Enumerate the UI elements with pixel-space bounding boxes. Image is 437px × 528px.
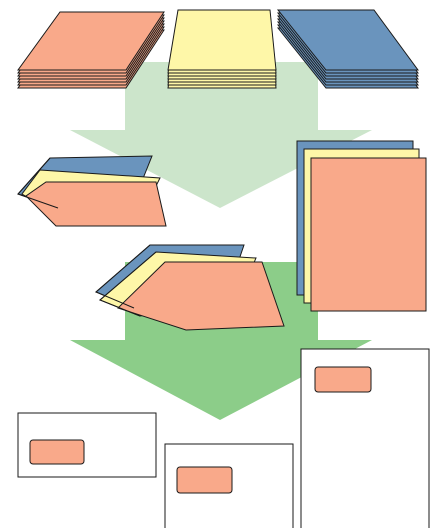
yellow-sheet-stack [168,10,276,88]
address-window [30,440,84,464]
address-window [315,367,371,392]
sheet-layer [168,10,276,70]
address-window [177,467,232,493]
flat-sheet-set [297,141,426,311]
folded-sheet-set-small [18,156,166,226]
small-landscape-envelope [18,413,156,477]
folded-sheet-set-large [96,245,284,330]
large-portrait-envelope [301,349,429,528]
medium-portrait-envelope [165,444,293,528]
